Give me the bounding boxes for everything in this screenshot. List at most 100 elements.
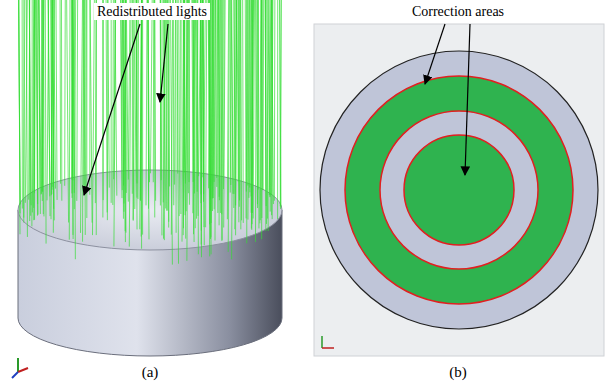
light-ray (251, 0, 252, 224)
light-ray (194, 0, 195, 234)
light-ray (83, 0, 85, 187)
light-ray (175, 0, 176, 233)
lens-top-view (314, 24, 604, 356)
light-ray (122, 0, 124, 219)
light-ray (231, 0, 233, 194)
light-ray (212, 0, 214, 211)
light-ray (173, 0, 174, 205)
light-ray (255, 0, 257, 242)
light-ray (133, 0, 135, 220)
light-ray (69, 0, 71, 240)
light-ray (84, 0, 86, 235)
light-ray (197, 0, 199, 254)
light-ray (206, 0, 207, 227)
light-ray (64, 0, 66, 186)
light-ray (60, 0, 61, 184)
light-ray (240, 0, 241, 229)
light-ray (153, 0, 154, 182)
light-ray (168, 0, 170, 228)
light-ray (249, 0, 250, 188)
light-ray (230, 0, 232, 193)
light-ray (163, 0, 164, 240)
light-ray (238, 0, 240, 181)
light-ray (262, 0, 264, 190)
light-ray (208, 0, 210, 199)
light-ray (216, 0, 218, 187)
light-ray (246, 0, 247, 243)
light-ray (121, 0, 122, 190)
light-ray (274, 0, 276, 201)
light-ray (245, 0, 247, 218)
light-ray (142, 0, 143, 235)
light-ray (25, 0, 27, 203)
light-ray (72, 0, 73, 239)
light-ray (259, 0, 261, 223)
light-ray (167, 0, 168, 222)
light-ray (209, 0, 210, 224)
light-ray (42, 0, 44, 214)
light-ray (39, 0, 41, 194)
light-ray (36, 0, 37, 216)
light-ray (102, 0, 104, 200)
light-ray (90, 0, 92, 223)
light-ray (96, 0, 97, 235)
light-ray (29, 0, 30, 221)
light-ray (248, 0, 249, 220)
light-ray (277, 0, 278, 219)
light-ray (51, 0, 53, 195)
light-ray (242, 0, 244, 223)
light-ray (51, 0, 53, 219)
light-ray (125, 0, 126, 231)
light-ray (61, 0, 62, 201)
light-ray (132, 0, 133, 194)
light-ray (193, 0, 194, 242)
light-ray (170, 0, 172, 265)
light-ray (179, 0, 180, 216)
light-ray (112, 0, 114, 205)
light-ray (219, 0, 220, 225)
light-ray (123, 0, 125, 242)
light-ray (265, 0, 266, 231)
light-ray (129, 0, 131, 247)
callout-label: Redistributed lights (94, 3, 210, 20)
light-ray (147, 0, 149, 239)
light-ray (197, 0, 198, 219)
light-ray (23, 0, 24, 223)
light-ray (258, 0, 260, 228)
axis-icon (12, 358, 28, 378)
light-ray (269, 0, 271, 196)
light-ray (154, 0, 155, 217)
light-ray (239, 0, 240, 200)
light-ray (92, 0, 94, 235)
light-ray (177, 0, 178, 264)
light-ray (280, 0, 281, 209)
light-ray (279, 0, 280, 206)
light-ray (210, 0, 212, 211)
light-ray (187, 0, 189, 261)
axis-icon (322, 336, 334, 348)
light-ray (45, 0, 47, 244)
light-ray (201, 0, 202, 245)
light-ray (217, 0, 219, 213)
light-ray (37, 0, 38, 215)
light-ray (183, 0, 185, 235)
light-ray (108, 0, 110, 188)
light-ray (234, 0, 235, 208)
light-ray (222, 0, 223, 214)
light-ray (261, 0, 262, 239)
light-ray (74, 0, 75, 259)
light-ray (187, 0, 188, 193)
light-ray (148, 0, 149, 209)
light-ray (260, 0, 261, 220)
light-ray (162, 0, 163, 202)
light-ray (84, 0, 85, 192)
callout-label: Correction areas (409, 3, 507, 20)
light-ray (235, 0, 237, 235)
light-ray (53, 0, 55, 233)
light-ray (33, 0, 35, 220)
light-ray (107, 0, 109, 220)
light-ray (42, 0, 44, 191)
light-ray (72, 0, 73, 180)
light-ray (33, 0, 35, 208)
